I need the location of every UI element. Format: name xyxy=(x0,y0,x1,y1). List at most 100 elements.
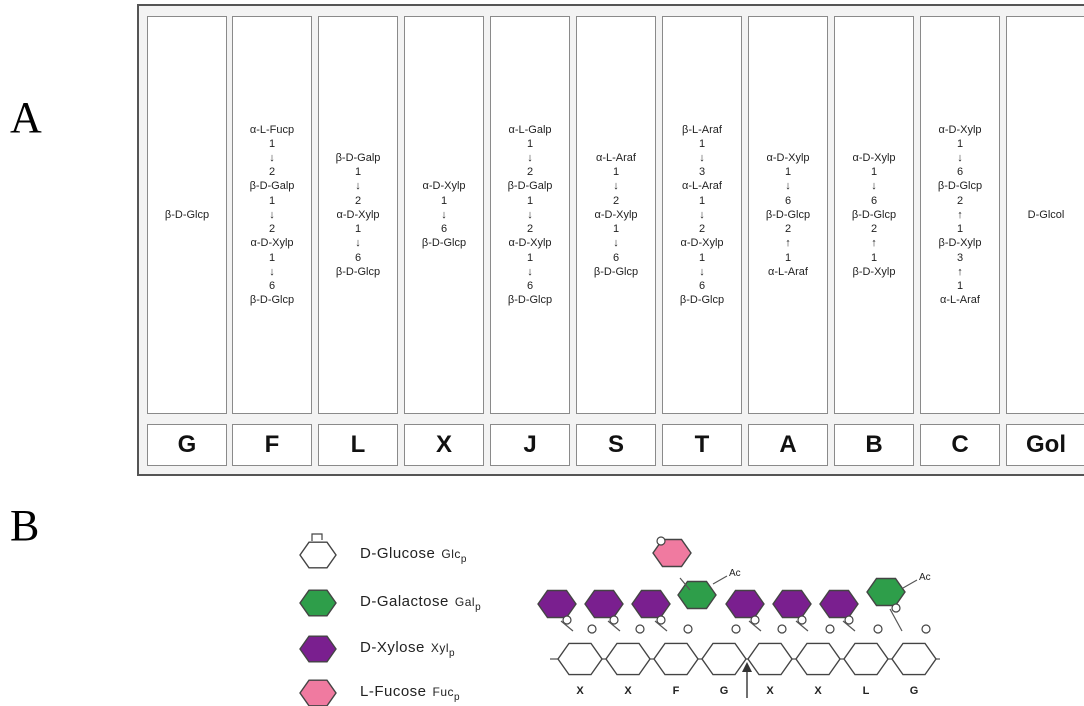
backbone-glucose-6 xyxy=(795,642,841,676)
structure-line: ↓ xyxy=(527,152,533,165)
legend-label: D-Xylose Xylp xyxy=(360,639,455,659)
structure-line: β-D-Galp xyxy=(335,152,381,165)
structure-line: β-D-Glcp xyxy=(679,294,725,307)
linkage-oxygen-mark xyxy=(777,624,787,634)
structure-line: 1 xyxy=(612,223,620,236)
structure-line: ↓ xyxy=(269,152,275,165)
legend-name: D-Xylose xyxy=(360,639,425,656)
structure-line: ↑ xyxy=(871,237,877,250)
structure-line: 6 xyxy=(526,279,534,292)
backbone-glucose-4 xyxy=(701,642,747,676)
structure-line: ↓ xyxy=(527,208,533,221)
acetyl-label: Ac xyxy=(919,572,931,583)
structure-line: α-D-Xylp xyxy=(594,208,638,221)
structure-line: α-D-Xylp xyxy=(336,208,380,221)
backbone-code-label: X xyxy=(814,685,822,697)
structure-line: β-D-Glcp xyxy=(593,265,639,278)
glycosidic-bond xyxy=(654,620,668,632)
structure-line: 2 xyxy=(870,223,878,236)
structure-line: ↓ xyxy=(957,152,963,165)
legend-name: D-Galactose xyxy=(360,593,449,610)
structure-line: α-L-Galp xyxy=(508,123,552,136)
structure-line: ↓ xyxy=(527,265,533,278)
structure-line: 6 xyxy=(612,251,620,264)
structure-line: 2 xyxy=(268,166,276,179)
backbone-glucose-8 xyxy=(891,642,937,676)
cleavage-arrow-head xyxy=(742,662,752,672)
structure-line: 1 xyxy=(526,251,534,264)
backbone-code-label: G xyxy=(720,685,729,697)
structure-line: 2 xyxy=(526,223,534,236)
structure-line: 2 xyxy=(956,194,964,207)
galactose-side-residue xyxy=(677,580,717,610)
linkage-oxygen-mark xyxy=(797,615,807,625)
structure-line: α-L-Araf xyxy=(682,180,722,193)
linkage-oxygen-mark xyxy=(683,624,693,634)
structure-line: β-D-Xylp xyxy=(852,265,896,278)
legend-abbr: Gal xyxy=(454,595,476,609)
structure-line: 1 xyxy=(956,279,964,292)
d-galactose-legend-icon xyxy=(299,589,337,617)
structure-line: 1 xyxy=(268,251,276,264)
ring-oxygen-mark xyxy=(311,533,323,541)
structure-line: 1 xyxy=(870,166,878,179)
code-cell-b: B xyxy=(834,424,914,466)
residue-column-g: β-D-Glcp xyxy=(147,16,227,414)
structure-line: α-D-Xylp xyxy=(766,152,810,165)
structure-line: ↑ xyxy=(785,237,791,250)
acetyl-bond xyxy=(902,579,918,589)
structure-line: 6 xyxy=(440,223,448,236)
structure-line: 1 xyxy=(268,137,276,150)
structure-line: β-L-Araf xyxy=(682,123,722,136)
linkage-oxygen-mark xyxy=(587,624,597,634)
structure-line: 2 xyxy=(526,166,534,179)
legend-abbr-subscript: p xyxy=(449,648,456,659)
structure-line: 2 xyxy=(612,194,620,207)
structure-line: β-D-Glcp xyxy=(851,208,897,221)
structure-line: 6 xyxy=(956,166,964,179)
structure-line: 2 xyxy=(354,194,362,207)
linkage-oxygen-mark xyxy=(844,615,854,625)
structure-line: 6 xyxy=(354,251,362,264)
backbone-glucose-2 xyxy=(605,642,651,676)
linkage-oxygen-mark xyxy=(656,536,666,546)
legend-name: D-Glucose xyxy=(360,545,436,562)
structure-line: α-D-Xylp xyxy=(250,237,294,250)
structure-line: β-D-Glcp xyxy=(249,294,295,307)
linkage-oxygen-mark xyxy=(562,615,572,625)
code-cell-g: G xyxy=(147,424,227,466)
structure-line: 6 xyxy=(268,279,276,292)
legend-abbr: Xyl xyxy=(430,641,450,655)
structure-line: 1 xyxy=(870,251,878,264)
legend-name: L-Fucose xyxy=(360,683,427,700)
structure-line: ↓ xyxy=(699,208,705,221)
structure-line: ↑ xyxy=(957,208,963,221)
fucose-side-residue xyxy=(652,538,692,568)
structure-line: 1 xyxy=(268,194,276,207)
structure-line: D-Glcol xyxy=(1027,208,1065,221)
code-cell-t: T xyxy=(662,424,742,466)
linkage-oxygen-mark xyxy=(609,615,619,625)
structure-line: β-D-Glcp xyxy=(335,265,381,278)
glycosidic-bond xyxy=(795,620,809,632)
structure-line: ↓ xyxy=(441,208,447,221)
xylose-side-residue xyxy=(537,589,577,619)
linkage-oxygen-mark xyxy=(825,624,835,634)
backbone-code-label: X xyxy=(624,685,632,697)
linkage-oxygen-mark xyxy=(656,615,666,625)
xylose-side-residue xyxy=(631,589,671,619)
d-xylose-legend-icon xyxy=(299,635,337,663)
structure-line: β-D-Glcp xyxy=(937,180,983,193)
legend-abbr-subscript: p xyxy=(460,554,467,565)
structure-line: β-D-Galp xyxy=(249,180,295,193)
panel-a-label: A xyxy=(10,93,42,142)
backbone-glucose-7 xyxy=(843,642,889,676)
structure-line: 1 xyxy=(956,223,964,236)
structure-line: ↓ xyxy=(613,237,619,250)
